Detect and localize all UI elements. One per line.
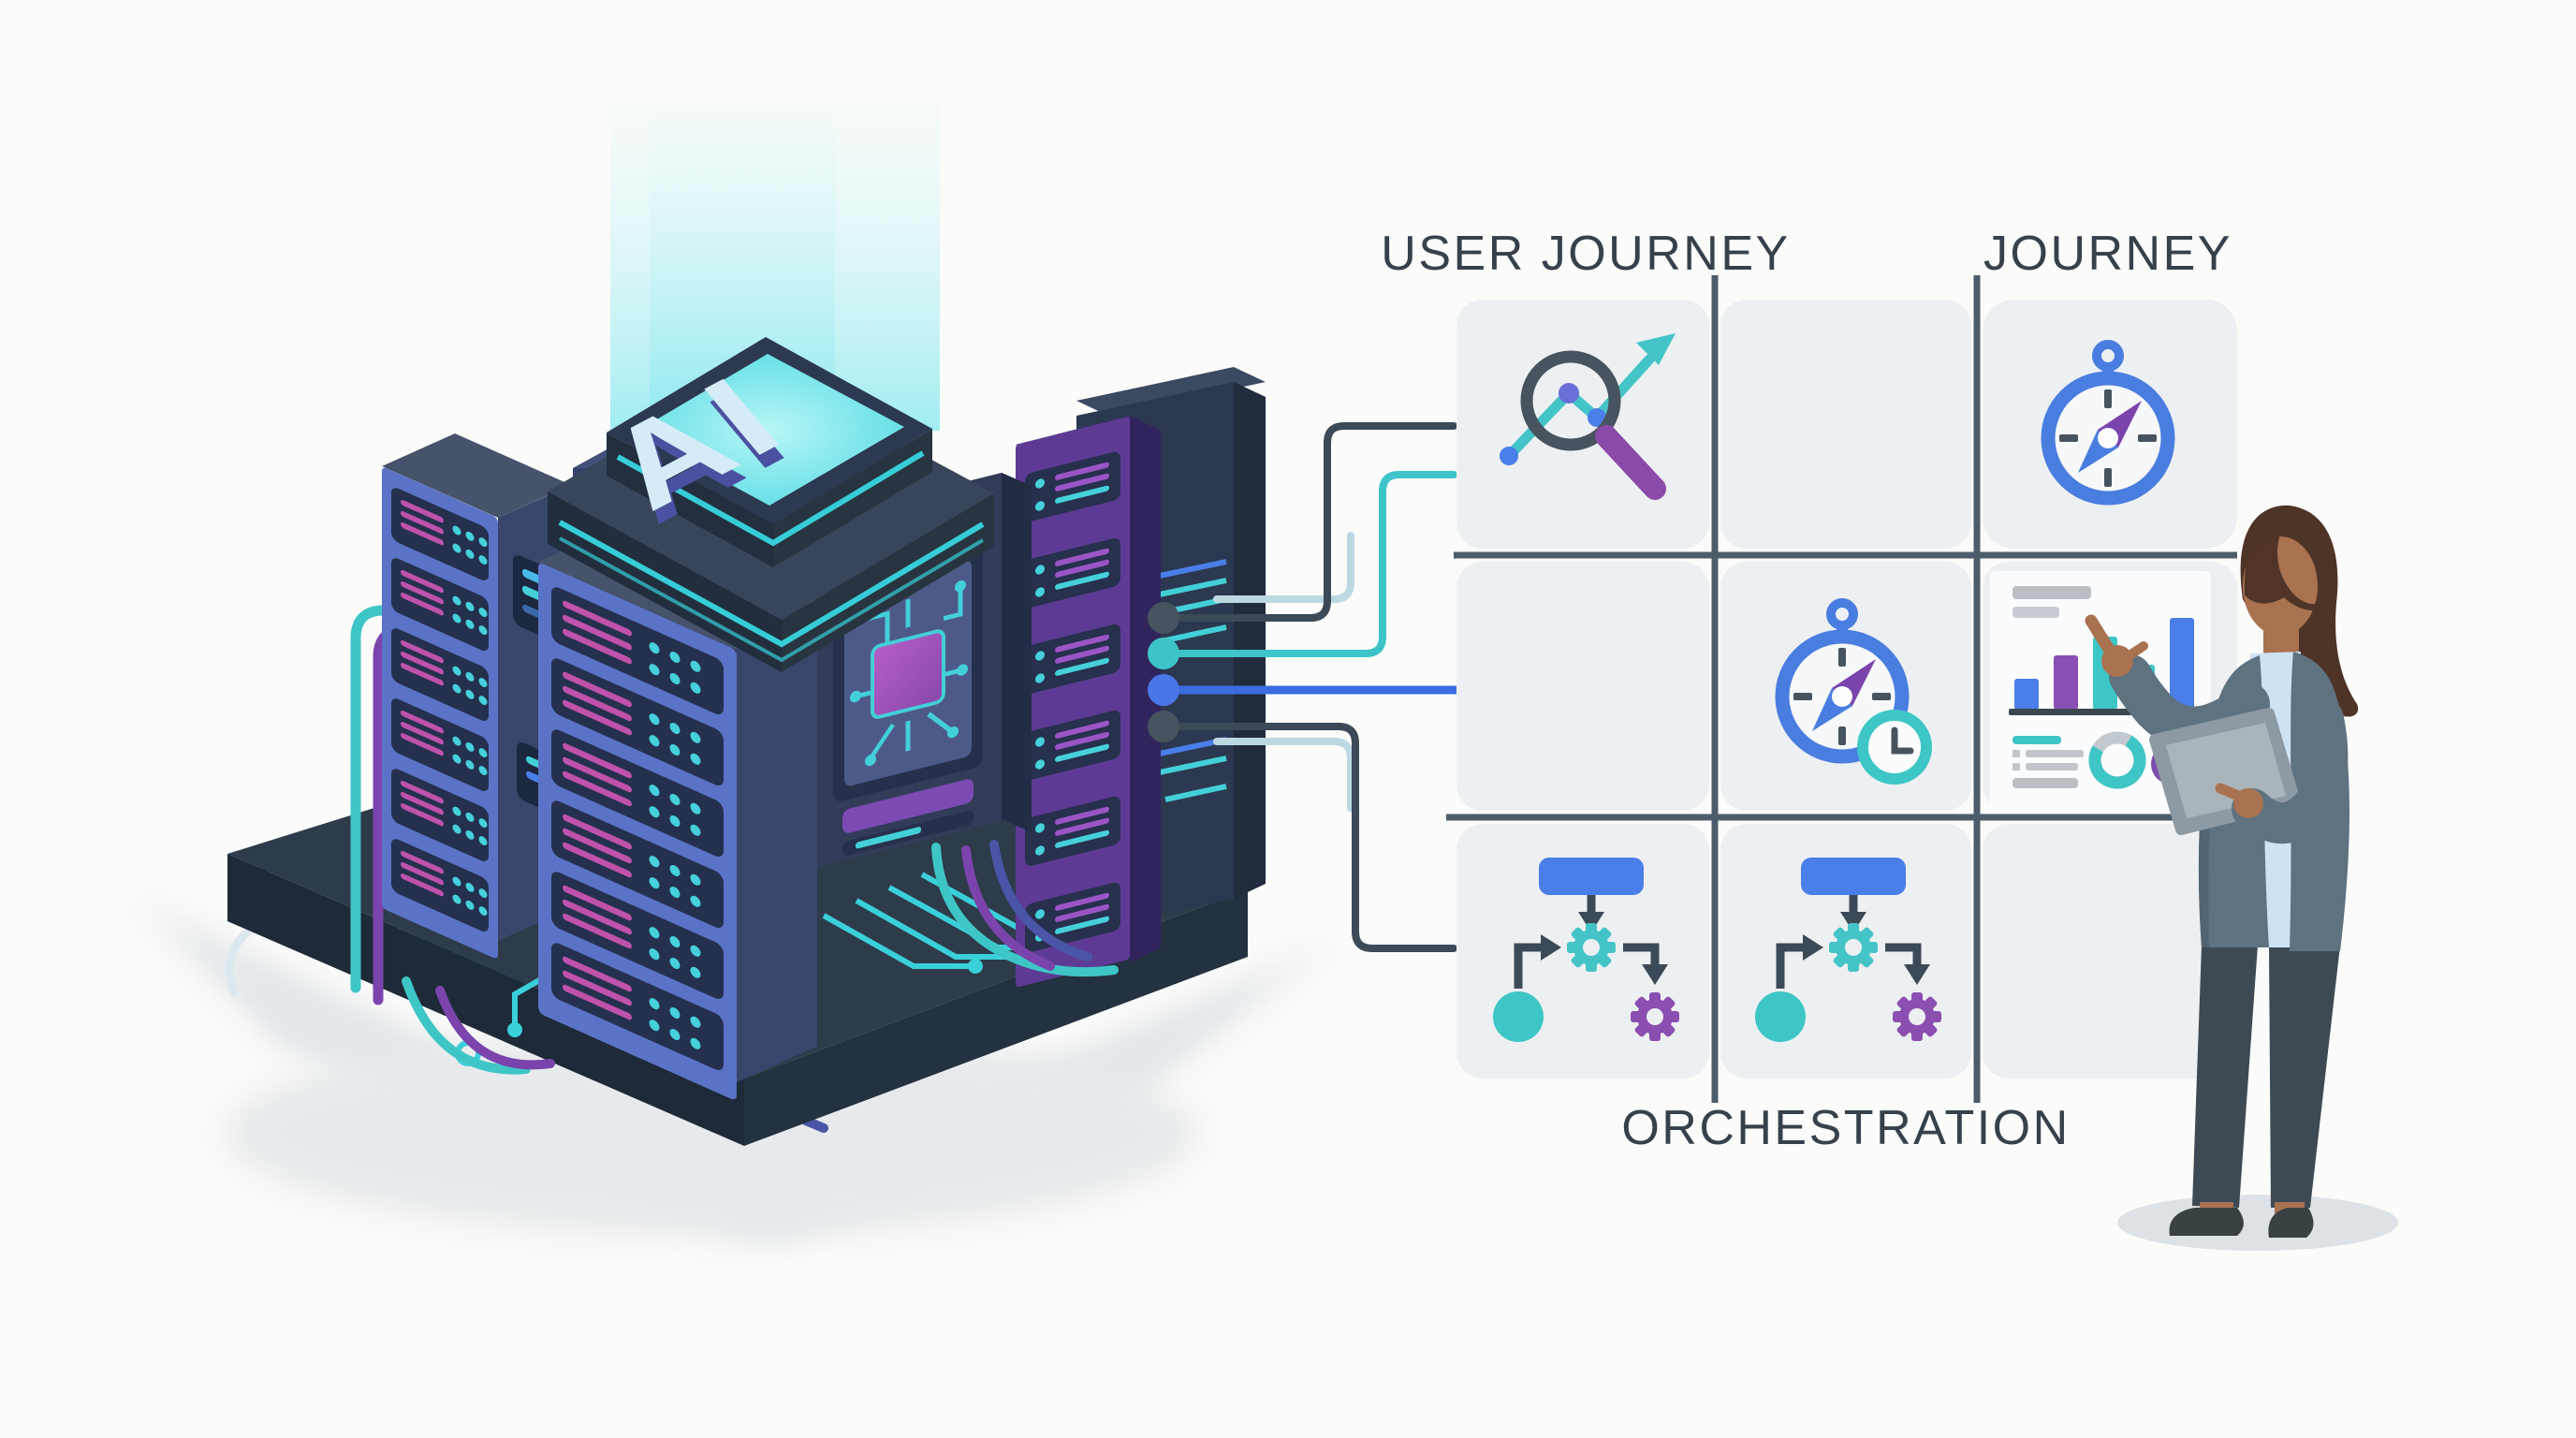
pointing-finger (2085, 614, 2119, 662)
connector-dot-3 (1148, 674, 1179, 706)
grid-cell (1983, 824, 2237, 1078)
donut-chart-icon (2088, 731, 2146, 789)
connector-dots (1148, 602, 1179, 742)
tower-chip-unit (814, 473, 1032, 868)
mini-bar (2054, 655, 2078, 710)
shoe-left (2169, 1208, 2244, 1236)
ai-server-illustration: AI AI (140, 105, 1329, 1245)
mini-bar (2014, 679, 2039, 710)
grid-cell (1456, 562, 1709, 811)
grid-cell (1720, 300, 1971, 549)
holding-arm (2232, 698, 2349, 844)
tower-purple (1016, 416, 1161, 988)
connector-dot-1 (1148, 602, 1179, 634)
presenter-person (2085, 505, 2398, 1251)
shoe-right (2268, 1208, 2314, 1238)
ai-chip-slab: AI AI (578, 337, 932, 567)
connector-line-4 (1160, 723, 1457, 952)
grid-dividers (1446, 275, 2237, 1103)
mini-bar (2170, 618, 2194, 710)
mini-dashboard (1990, 571, 2211, 811)
connector-lines (1159, 422, 1461, 952)
person-shadow (2117, 1195, 2398, 1251)
ai-glow-top (635, 354, 904, 506)
connector-line-1 (1160, 422, 1457, 622)
connector-line-2 (1160, 471, 1457, 657)
unit-cables (402, 840, 1119, 1075)
label-journey: JOURNEY (1983, 227, 2232, 281)
magnifier-trend-icon (1500, 333, 1676, 500)
compass-clock-icon (1782, 603, 1932, 785)
label-orchestration: ORCHESTRATION (1621, 1101, 2070, 1155)
connector-dot-2 (1148, 638, 1179, 669)
label-user-journey: USER JOURNEY (1381, 227, 1790, 281)
chip-core (871, 629, 945, 719)
connector-dot-4 (1148, 711, 1179, 742)
